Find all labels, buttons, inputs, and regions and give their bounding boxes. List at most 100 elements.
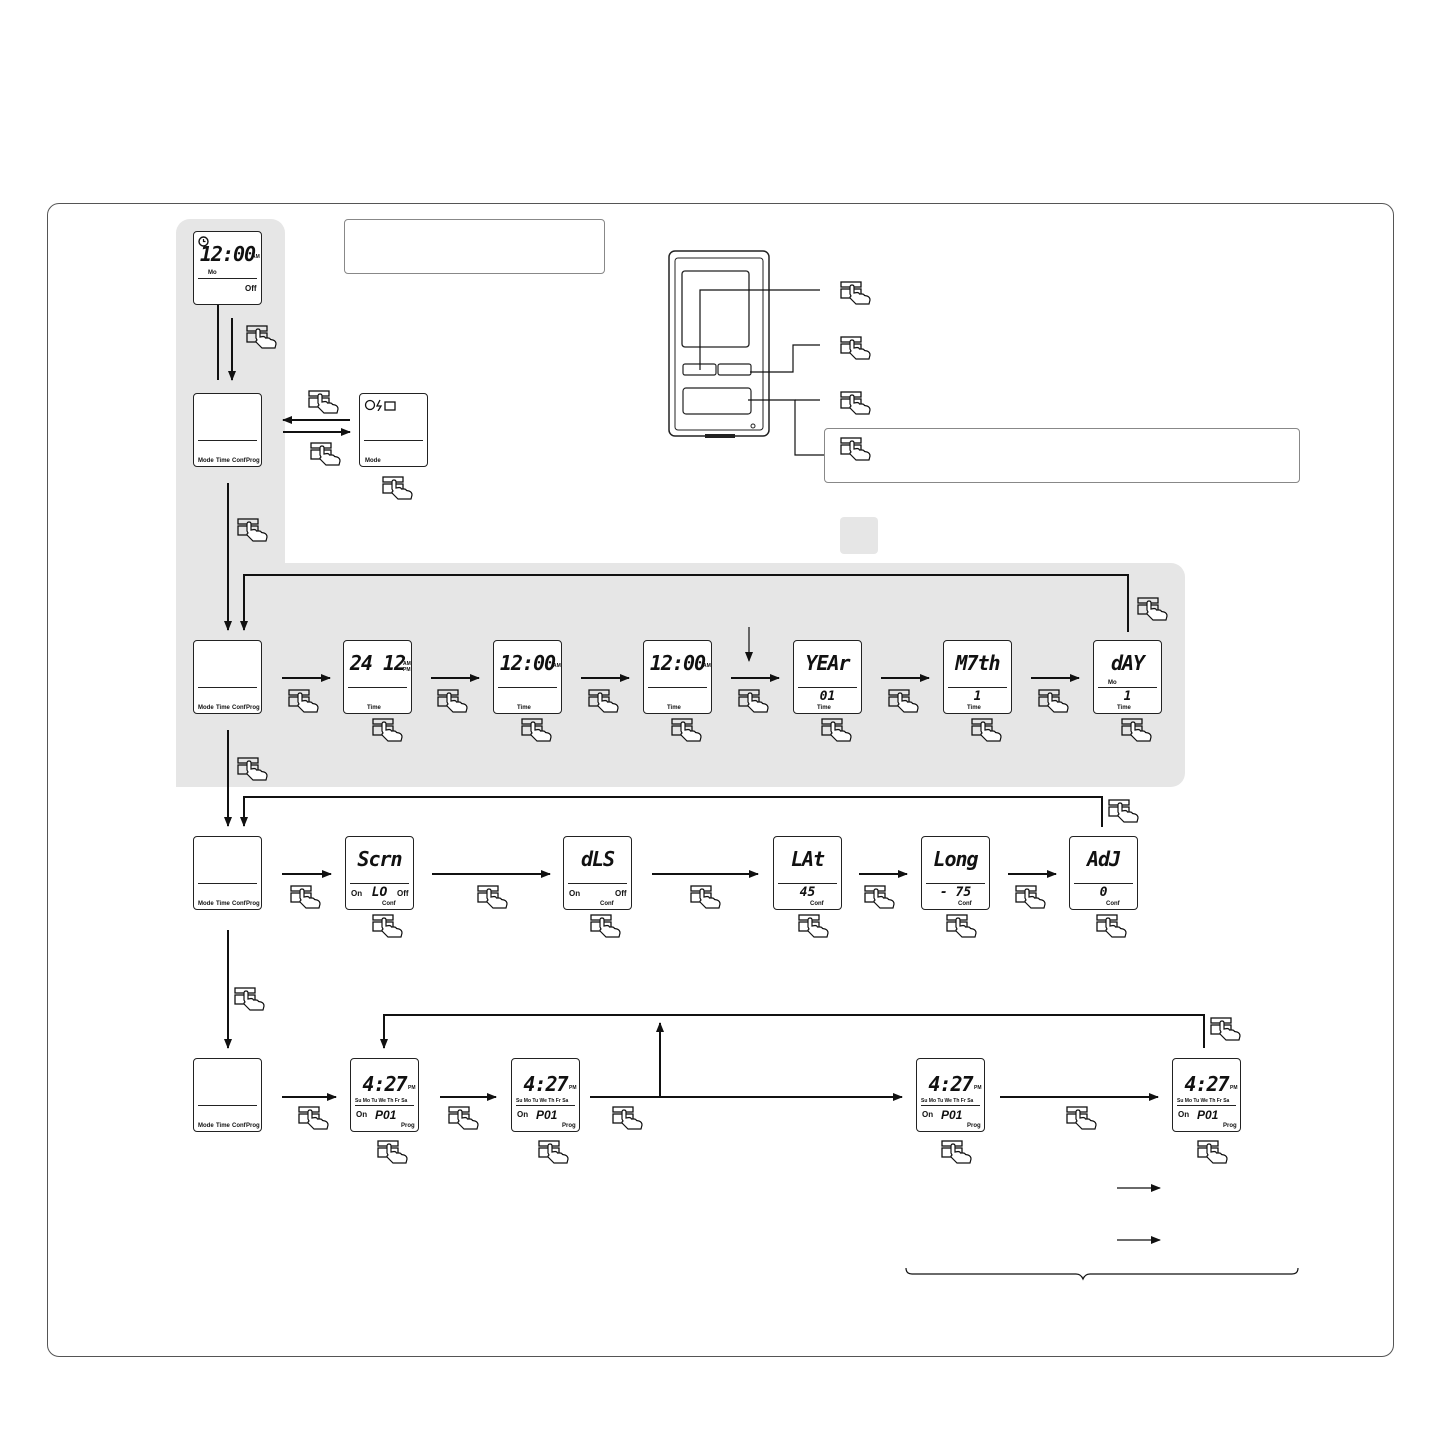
conf-label: Conf — [958, 901, 972, 907]
lcd-prog-3: 4:27 PM Su Mo Tu We Th Fr Sa On P01 Prog — [916, 1058, 985, 1132]
prog-ampm: PM — [974, 1085, 982, 1091]
prog-label: Prog — [401, 1123, 415, 1129]
conf-label: Conf — [600, 901, 614, 907]
prog-number: P01 — [375, 1108, 397, 1122]
menu-conf-label: Conf — [232, 458, 246, 464]
prog-time: 4:27 — [523, 1072, 568, 1096]
lcd-time-hour: 12:00 AM Time — [493, 640, 562, 714]
menu-prog-label: Prog — [246, 1123, 260, 1129]
button-press-hand-icon — [1137, 596, 1171, 622]
button-press-hand-icon — [1038, 688, 1072, 714]
lcd-menu-mode: Mode Time Conf Prog — [193, 393, 262, 467]
lcd-conf-screen: Scrn On LO Off Conf — [345, 836, 414, 910]
lcd-prog-4: 4:27 PM Su Mo Tu We Th Fr Sa On P01 Prog — [1172, 1058, 1241, 1132]
menu-time-label: Time — [216, 705, 230, 711]
time-minute-ampm: AM — [703, 663, 711, 669]
menu-prog-label: Prog — [246, 458, 260, 464]
button-press-hand-icon — [382, 475, 416, 501]
conf-adj-value: AdJ — [1086, 847, 1121, 871]
conf-label: Conf — [382, 901, 396, 907]
prog-state: On — [517, 1110, 529, 1119]
time-label: Time — [667, 705, 681, 711]
menu-prog-label: Prog — [246, 705, 260, 711]
prog-time: 4:27 — [928, 1072, 973, 1096]
button-press-hand-icon — [1096, 913, 1130, 939]
button-press-hand-icon — [690, 884, 724, 910]
lcd-time-format: 24 12 AM PM Time — [343, 640, 412, 714]
prog-state: On — [356, 1110, 368, 1119]
button-press-hand-icon — [590, 913, 624, 939]
button-press-hand-icon — [477, 884, 511, 910]
lcd-menu-conf: Mode Time Conf Prog — [193, 836, 262, 910]
time-label: Time — [517, 705, 531, 711]
prog-days: Su Mo Tu We Th Fr Sa — [1177, 1098, 1230, 1104]
conf-adj-mid: 0 — [1099, 885, 1108, 900]
prog-number: P01 — [941, 1108, 963, 1122]
button-press-hand-icon — [671, 717, 705, 743]
lcd-conf-dls: dLS On Off Conf — [563, 836, 632, 910]
time-day-weekday: Mo — [1108, 680, 1117, 686]
lcd-conf-long: Long - 75 Conf — [921, 836, 990, 910]
prog-state: On — [1178, 1110, 1190, 1119]
mode-screen-label: Mode — [365, 458, 381, 464]
prog-ampm: PM — [569, 1085, 577, 1091]
conf-screen-on: On — [351, 889, 363, 898]
time-format-ampm: AM PM — [403, 661, 411, 673]
button-press-hand-icon — [738, 688, 772, 714]
lcd-time-day: dAY Mo 1 Time — [1093, 640, 1162, 714]
conf-lat-mid: 45 — [799, 885, 816, 900]
button-press-hand-icon — [538, 1139, 572, 1165]
prog-number: P01 — [1197, 1108, 1219, 1122]
time-hour-ampm: AM — [553, 663, 561, 669]
conf-label: Conf — [1106, 901, 1120, 907]
button-press-hand-icon — [588, 688, 622, 714]
time-label: Time — [367, 705, 381, 711]
button-press-hand-icon — [971, 717, 1005, 743]
clock-icon — [198, 236, 209, 247]
button-press-hand-icon — [288, 688, 322, 714]
button-press-hand-icon — [1210, 1016, 1244, 1042]
button-press-hand-icon — [888, 688, 922, 714]
lcd-prog-1: 4:27 PM Su Mo Tu We Th Fr Sa On P01 Prog — [350, 1058, 419, 1132]
time-label: Time — [967, 705, 981, 711]
button-press-hand-icon — [237, 756, 271, 782]
conf-screen-value: Scrn — [357, 847, 402, 871]
device-button-right — [717, 363, 752, 376]
button-press-hand-icon — [941, 1139, 975, 1165]
button-press-hand-icon — [246, 324, 280, 350]
prog-label: Prog — [562, 1123, 576, 1129]
button-press-hand-icon — [521, 717, 555, 743]
button-press-hand-icon — [612, 1105, 646, 1131]
button-press-hand-icon — [798, 913, 832, 939]
time-day-value: dAY — [1110, 651, 1145, 675]
device-led — [750, 423, 756, 429]
lcd-menu-prog: Mode Time Conf Prog — [193, 1058, 262, 1132]
prog-label: Prog — [1223, 1123, 1237, 1129]
menu-time-label: Time — [216, 458, 230, 464]
title-callout-box — [344, 219, 605, 274]
button-press-hand-icon — [377, 1139, 411, 1165]
prog-ampm: PM — [1230, 1085, 1238, 1091]
conf-dls-off: Off — [615, 889, 627, 898]
button-press-hand-icon — [840, 335, 874, 361]
prog-days: Su Mo Tu We Th Fr Sa — [516, 1098, 569, 1104]
button-press-hand-icon — [1197, 1139, 1231, 1165]
button-press-hand-icon — [290, 884, 324, 910]
menu-prog-label: Prog — [246, 901, 260, 907]
button-press-hand-icon — [840, 436, 874, 462]
button-press-hand-icon — [1015, 884, 1049, 910]
home-ampm: AM — [252, 254, 260, 260]
button-press-hand-icon — [840, 390, 874, 416]
time-year-value: YEAr — [805, 651, 850, 675]
prog-days: Su Mo Tu We Th Fr Sa — [355, 1098, 408, 1104]
button-press-hand-icon — [308, 389, 342, 415]
conf-screen-mid: LO — [371, 885, 388, 900]
shade-small-square — [840, 517, 878, 554]
lcd-prog-2: 4:27 PM Su Mo Tu We Th Fr Sa On P01 Prog — [511, 1058, 580, 1132]
mode-icons — [364, 399, 396, 411]
button-press-hand-icon — [1108, 798, 1142, 824]
button-press-hand-icon — [821, 717, 855, 743]
prog-number: P01 — [536, 1108, 558, 1122]
button-press-hand-icon — [237, 517, 271, 543]
time-hour-value: 12:00 — [499, 651, 556, 675]
